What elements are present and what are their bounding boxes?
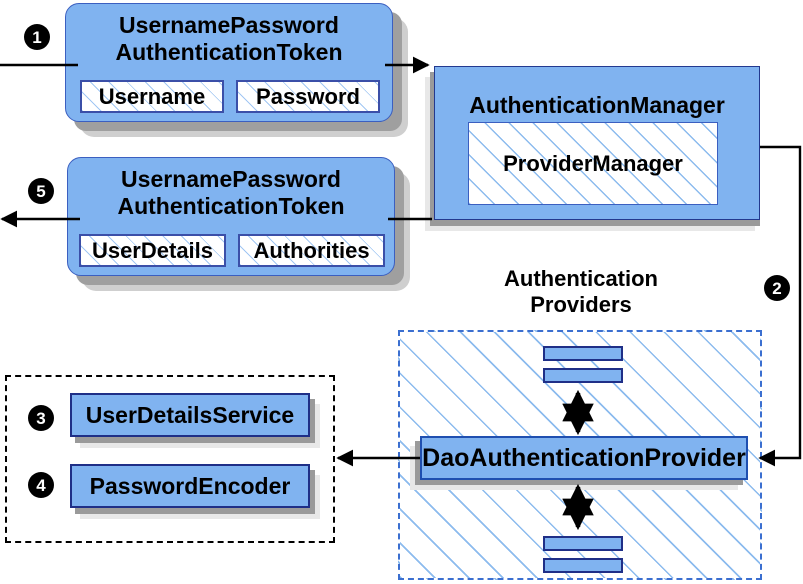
response-token-title-line2: AuthenticationToken xyxy=(117,193,345,219)
dao-authentication-provider-box: DaoAuthenticationProvider xyxy=(420,436,748,480)
password-encoder-box: PasswordEncoder xyxy=(70,464,310,508)
request-token-title: UsernamePassword AuthenticationToken xyxy=(66,12,392,66)
auth-manager-title: AuthenticationManager xyxy=(469,92,725,118)
request-token-field-password: Password xyxy=(236,80,380,113)
request-token-field-username: Username xyxy=(80,80,224,113)
step-badge-5: 5 xyxy=(28,178,54,204)
response-token-field-authorities: Authorities xyxy=(238,234,385,267)
other-provider-bar-bottom-1 xyxy=(543,536,623,551)
user-details-service-box: UserDetailsService xyxy=(70,393,310,437)
other-provider-bar-top-2 xyxy=(543,368,623,383)
provider-manager-box: ProviderManager xyxy=(468,122,718,205)
auth-manager-to-provider-arrow xyxy=(758,145,802,467)
step-badge-3: 3 xyxy=(28,405,54,431)
authentication-providers-label-line2: Providers xyxy=(530,292,632,317)
response-token-title: UsernamePassword AuthenticationToken xyxy=(68,166,394,220)
authentication-providers-label-line1: Authentication xyxy=(504,266,658,291)
request-token-title-line2: AuthenticationToken xyxy=(115,39,343,65)
other-provider-bar-top-1 xyxy=(543,346,623,361)
step-badge-1: 1 xyxy=(24,24,50,50)
step-badge-4: 4 xyxy=(28,472,54,498)
request-token-title-line1: UsernamePassword xyxy=(119,12,339,38)
other-provider-bar-bottom-2 xyxy=(543,558,623,573)
authentication-providers-label: Authentication Providers xyxy=(470,266,692,318)
response-token-field-userdetails: UserDetails xyxy=(79,234,226,267)
step-badge-2: 2 xyxy=(764,275,790,301)
response-token-title-line1: UsernamePassword xyxy=(121,166,341,192)
